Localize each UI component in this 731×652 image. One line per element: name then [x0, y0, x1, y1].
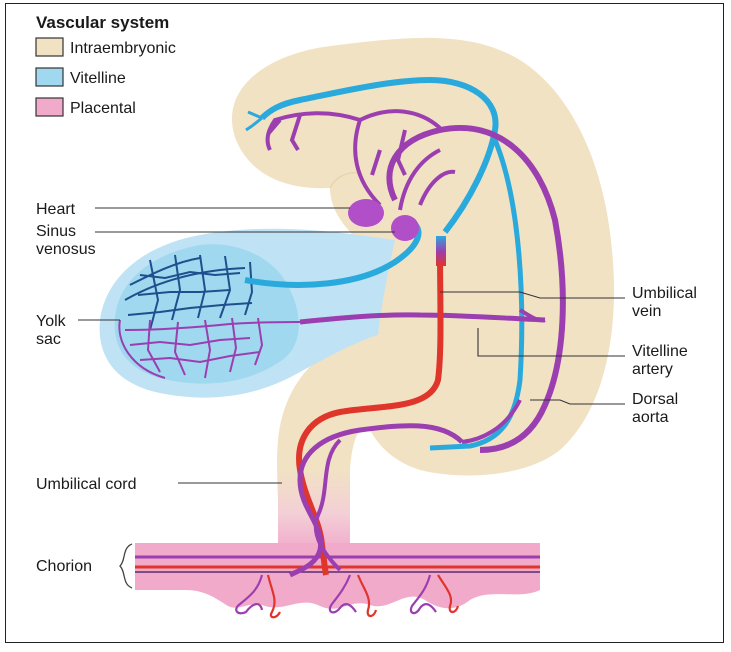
chorion-tissue — [135, 543, 540, 609]
umbilical-vein-junction — [436, 236, 446, 266]
legend-swatch-placental — [36, 98, 63, 116]
chorion-brace — [120, 544, 132, 588]
label-vitelline-artery-1: Vitelline — [632, 343, 688, 360]
heart — [348, 199, 384, 227]
label-yolk-sac-2: sac — [36, 331, 61, 348]
legend-swatch-intraembryonic — [36, 38, 63, 56]
label-chorion: Chorion — [36, 558, 92, 575]
label-vitelline-artery-2: artery — [632, 361, 673, 378]
legend-label-placental: Placental — [70, 100, 136, 117]
label-yolk-sac-1: Yolk — [36, 313, 67, 330]
label-umbilical-vein-2: vein — [632, 303, 661, 320]
label-sinus-venosus-2: venosus — [36, 241, 96, 258]
legend-swatch-vitelline — [36, 68, 63, 86]
label-dorsal-aorta-1: Dorsal — [632, 391, 678, 408]
label-sinus-venosus-1: Sinus — [36, 223, 76, 240]
label-heart: Heart — [36, 201, 76, 218]
label-umbilical-cord: Umbilical cord — [36, 476, 136, 493]
legend-label-intraembryonic: Intraembryonic — [70, 40, 176, 57]
label-dorsal-aorta-2: aorta — [632, 409, 669, 426]
sinus-venosus — [391, 215, 419, 241]
label-umbilical-vein-1: Umbilical — [632, 285, 697, 302]
legend-label-vitelline: Vitelline — [70, 70, 126, 87]
legend-title: Vascular system — [36, 13, 169, 32]
